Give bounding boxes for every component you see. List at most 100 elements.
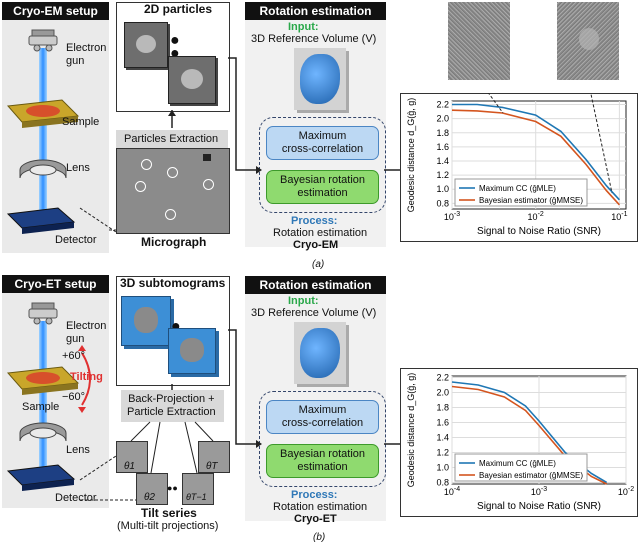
input-text-b: 3D Reference Volume (V) bbox=[251, 307, 377, 319]
y-axis-label: Geodesic distance d_G(ĝ, g) bbox=[406, 98, 416, 213]
tilt-image-1 bbox=[116, 441, 148, 473]
legend-label: Bayesian estimator (ĝMMSE) bbox=[479, 196, 583, 205]
micrograph-image bbox=[116, 148, 230, 234]
cryo-em-setup-title: Cryo-EM setup bbox=[2, 2, 109, 20]
lens-label: Lens bbox=[66, 444, 90, 456]
backproj-label: Back-Projection + Particle Extraction bbox=[127, 393, 216, 418]
y-tick-label: 2.0 bbox=[436, 388, 449, 398]
y-tick-label: 2.0 bbox=[436, 114, 449, 124]
detector-label: Detector bbox=[55, 234, 97, 246]
y-tick-label: 2.2 bbox=[436, 373, 449, 383]
estimation-group-a bbox=[259, 117, 386, 213]
series-line bbox=[451, 109, 620, 206]
electron-gun-label: Electron gun bbox=[66, 320, 107, 345]
max-cc-box-a: Maximum cross-correlation bbox=[266, 126, 379, 160]
subtomogram-cube bbox=[168, 328, 216, 374]
legend-box bbox=[454, 453, 588, 482]
input-text-a: 3D Reference Volume (V) bbox=[251, 33, 377, 45]
cryo-em-instrument bbox=[6, 29, 80, 234]
legend-label: Bayesian estimator (ĝMMSE) bbox=[479, 471, 583, 480]
particle-image bbox=[124, 22, 168, 68]
y-tick-label: 1.2 bbox=[436, 448, 449, 458]
reference-volume-image bbox=[294, 322, 346, 384]
x-axis-label: Signal to Noise Ratio (SNR) bbox=[477, 226, 601, 237]
noise-image-low-snr bbox=[448, 2, 510, 80]
x-tick-label: 10-2 bbox=[528, 211, 544, 222]
tilting-label: Tilting bbox=[70, 371, 103, 383]
y-tick-label: 2.2 bbox=[436, 100, 449, 110]
process-label-a: Process: bbox=[291, 215, 338, 227]
legend-label: Maximum CC (ĝMLE) bbox=[479, 459, 556, 468]
legend-box bbox=[454, 178, 588, 207]
electron-gun-icon bbox=[28, 29, 58, 52]
lens-label: Lens bbox=[66, 162, 90, 174]
rotation-title-a: Rotation estimation bbox=[245, 2, 386, 20]
x-axis-label: Signal to Noise Ratio (SNR) bbox=[477, 501, 601, 512]
reference-volume-image bbox=[294, 48, 346, 110]
ellipsis-dots: ●● bbox=[167, 483, 178, 493]
extraction-label: Particles Extraction bbox=[124, 133, 219, 145]
lens-icon bbox=[19, 159, 67, 179]
bayesian-box-b: Bayesian rotation estimation bbox=[266, 444, 379, 478]
ellipsis-dots: ●● bbox=[170, 32, 180, 62]
process-name-a: Cryo-EM bbox=[293, 239, 339, 251]
x-tick-label: 10-3 bbox=[531, 486, 547, 497]
y-tick-label: 1.0 bbox=[436, 184, 449, 194]
y-tick-label: 0.8 bbox=[436, 198, 449, 208]
cryo-et-setup-title: Cryo-ET setup bbox=[2, 275, 109, 293]
pointer-line bbox=[487, 93, 504, 114]
sample-icon bbox=[6, 99, 80, 128]
y-tick-label: 1.2 bbox=[436, 170, 449, 180]
bayesian-box-a: Bayesian rotation estimation bbox=[266, 170, 379, 204]
process-label-b: Process: bbox=[291, 489, 338, 501]
subtomogram-cube bbox=[121, 296, 171, 346]
y-tick-label: 1.0 bbox=[436, 463, 449, 473]
caption-a: (a) bbox=[312, 259, 325, 270]
backproj-box bbox=[121, 390, 224, 422]
cryo-et-instrument bbox=[6, 302, 91, 491]
tilt-image-T1 bbox=[182, 473, 214, 505]
pointer-line bbox=[590, 93, 613, 194]
tilt-image-T bbox=[198, 441, 230, 473]
x-tick-label: 10-4 bbox=[444, 486, 460, 497]
y-axis-label: Geodesic distance d_G(ĝ, g) bbox=[406, 373, 416, 488]
y-tick-label: 1.8 bbox=[436, 403, 449, 413]
tilt-series-sub: (Multi-tilt projections) bbox=[117, 520, 219, 532]
tilt-image-2 bbox=[136, 473, 168, 505]
y-tick-label: 1.6 bbox=[436, 418, 449, 428]
detector-icon bbox=[6, 464, 76, 491]
thetaT-label: θT bbox=[206, 461, 218, 472]
series-line bbox=[452, 103, 620, 201]
sample-label: Sample bbox=[22, 401, 60, 413]
y-tick-label: 1.6 bbox=[436, 142, 449, 152]
input-label-b: Input: bbox=[288, 295, 319, 307]
max-cc-box-b: Maximum cross-correlation bbox=[266, 400, 379, 434]
x-tick-label: 10-2 bbox=[618, 486, 634, 497]
caption-b: (b) bbox=[313, 532, 326, 543]
tilt-arrow-icon bbox=[81, 352, 91, 406]
lens-icon bbox=[19, 422, 67, 442]
micrograph-label: Micrograph bbox=[141, 235, 207, 249]
theta2-label: θ2 bbox=[144, 492, 155, 503]
rotation-title-b: Rotation estimation bbox=[245, 276, 386, 294]
noise-image-high-snr bbox=[557, 2, 619, 80]
plus60-label: +60° bbox=[62, 350, 86, 362]
y-tick-label: 1.8 bbox=[436, 128, 449, 138]
y-tick-label: 1.4 bbox=[436, 433, 449, 443]
minus60-label: −60° bbox=[62, 391, 86, 403]
electron-gun-icon bbox=[28, 302, 58, 325]
estimation-group-b bbox=[259, 391, 386, 487]
thetaT1-label: θT−1 bbox=[186, 492, 207, 502]
sample-label: Sample bbox=[62, 116, 100, 128]
electron-gun-label: Electron gun bbox=[66, 42, 107, 67]
tilt-series-label: Tilt series bbox=[141, 506, 197, 520]
x-tick-label: 10-3 bbox=[444, 211, 460, 222]
detector-icon bbox=[6, 207, 76, 234]
input-label-a: Input: bbox=[288, 21, 319, 33]
legend-label: Maximum CC (ĝMLE) bbox=[479, 184, 556, 193]
particles-title: 2D particles bbox=[144, 2, 213, 16]
extraction-banner bbox=[116, 130, 228, 148]
process-name-b: Cryo-ET bbox=[294, 513, 337, 525]
